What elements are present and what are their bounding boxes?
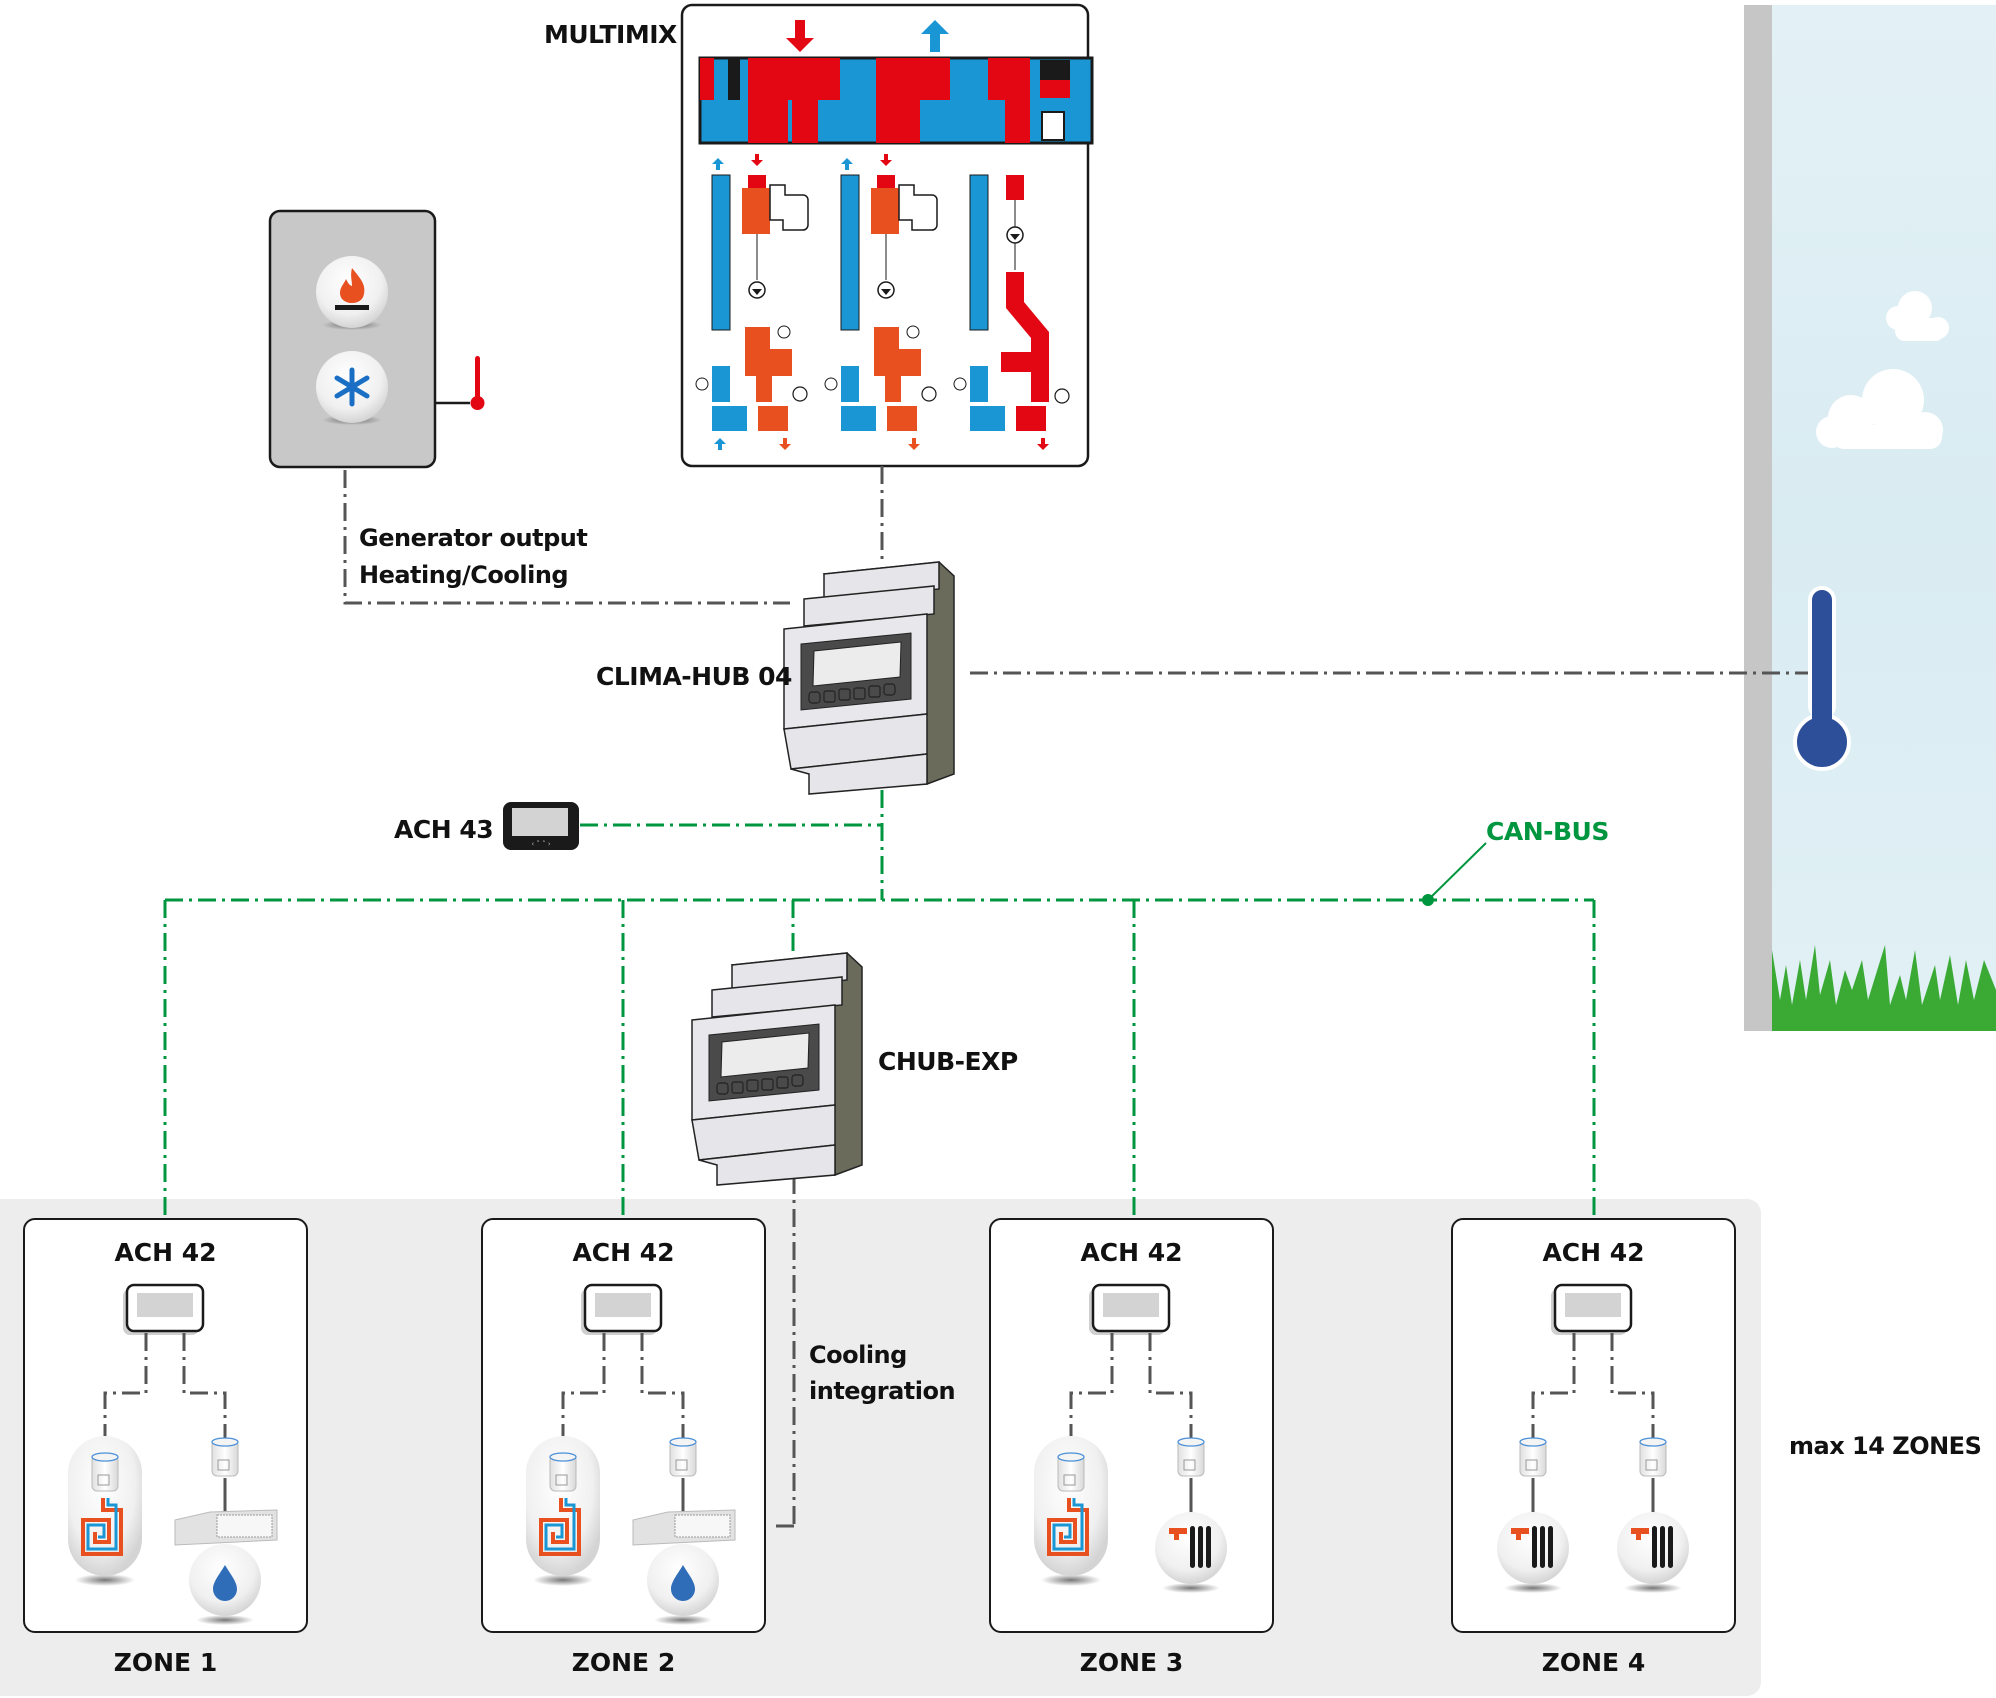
zone-1-box: ACH 42 — [23, 1218, 308, 1633]
outdoor-thermometer-icon — [1793, 586, 1851, 771]
generator-output-label-2: Heating/Cooling — [359, 561, 569, 589]
cooling-integration-label-2: integration — [809, 1377, 956, 1405]
cloud-icon — [1816, 369, 1943, 449]
flow-thermometer-icon — [470, 356, 485, 410]
can-bus-line — [163, 790, 1596, 1218]
zone-1-label: ZONE 1 — [113, 1648, 218, 1677]
zone-controller-label: ACH 42 — [572, 1238, 675, 1267]
generator-output-label-1: Generator output — [359, 524, 588, 552]
direct-circuit — [953, 174, 1070, 450]
snowflake-icon — [334, 367, 370, 407]
return-arrow-icon — [921, 20, 949, 52]
heat-generator — [268, 209, 485, 469]
multimix-label: MULTIMIX — [544, 20, 677, 49]
zone-controller-label: ACH 42 — [1542, 1238, 1645, 1267]
cloud-icon — [1886, 291, 1949, 341]
ach43-label: ACH 43 — [394, 815, 494, 844]
zone-controller-label: ACH 42 — [1080, 1238, 1183, 1267]
chub-exp-label: CHUB-EXP — [878, 1047, 1018, 1076]
control-wiring — [343, 466, 1820, 1528]
clima-hub-label: CLIMA-HUB 04 — [596, 662, 792, 691]
chub-exp-device — [691, 952, 863, 1186]
mixing-circuit-2 — [824, 154, 938, 450]
flame-icon — [340, 268, 365, 303]
zone-4-label: ZONE 4 — [1541, 1648, 1646, 1677]
grass — [1772, 945, 1996, 1031]
zone-3-box: ACH 42 — [989, 1218, 1274, 1633]
can-bus-label: CAN-BUS — [1486, 817, 1609, 846]
svg-text:‹ ˅ ˄ ›: ‹ ˅ ˄ › — [531, 840, 550, 848]
zone-2-box: ACH 42 — [481, 1218, 766, 1633]
outdoor-sky — [1772, 5, 1996, 1031]
cooling-integration-label-1: Cooling — [809, 1341, 907, 1369]
zone-2-label: ZONE 2 — [571, 1648, 676, 1677]
clima-hub-device — [783, 561, 955, 795]
zone-3-label: ZONE 3 — [1079, 1648, 1184, 1677]
ach43-thermostat: ‹ ˅ ˄ › — [503, 802, 579, 850]
supply-arrow-icon — [786, 20, 814, 52]
zone-controller-label: ACH 42 — [114, 1238, 217, 1267]
building-wall — [1744, 5, 1772, 1031]
mixing-circuit-1 — [695, 154, 809, 450]
max-zones-label: max 14 ZONES — [1789, 1432, 1982, 1460]
multimix-unit — [680, 3, 1094, 468]
zone-4-box: ACH 42 — [1451, 1218, 1736, 1633]
